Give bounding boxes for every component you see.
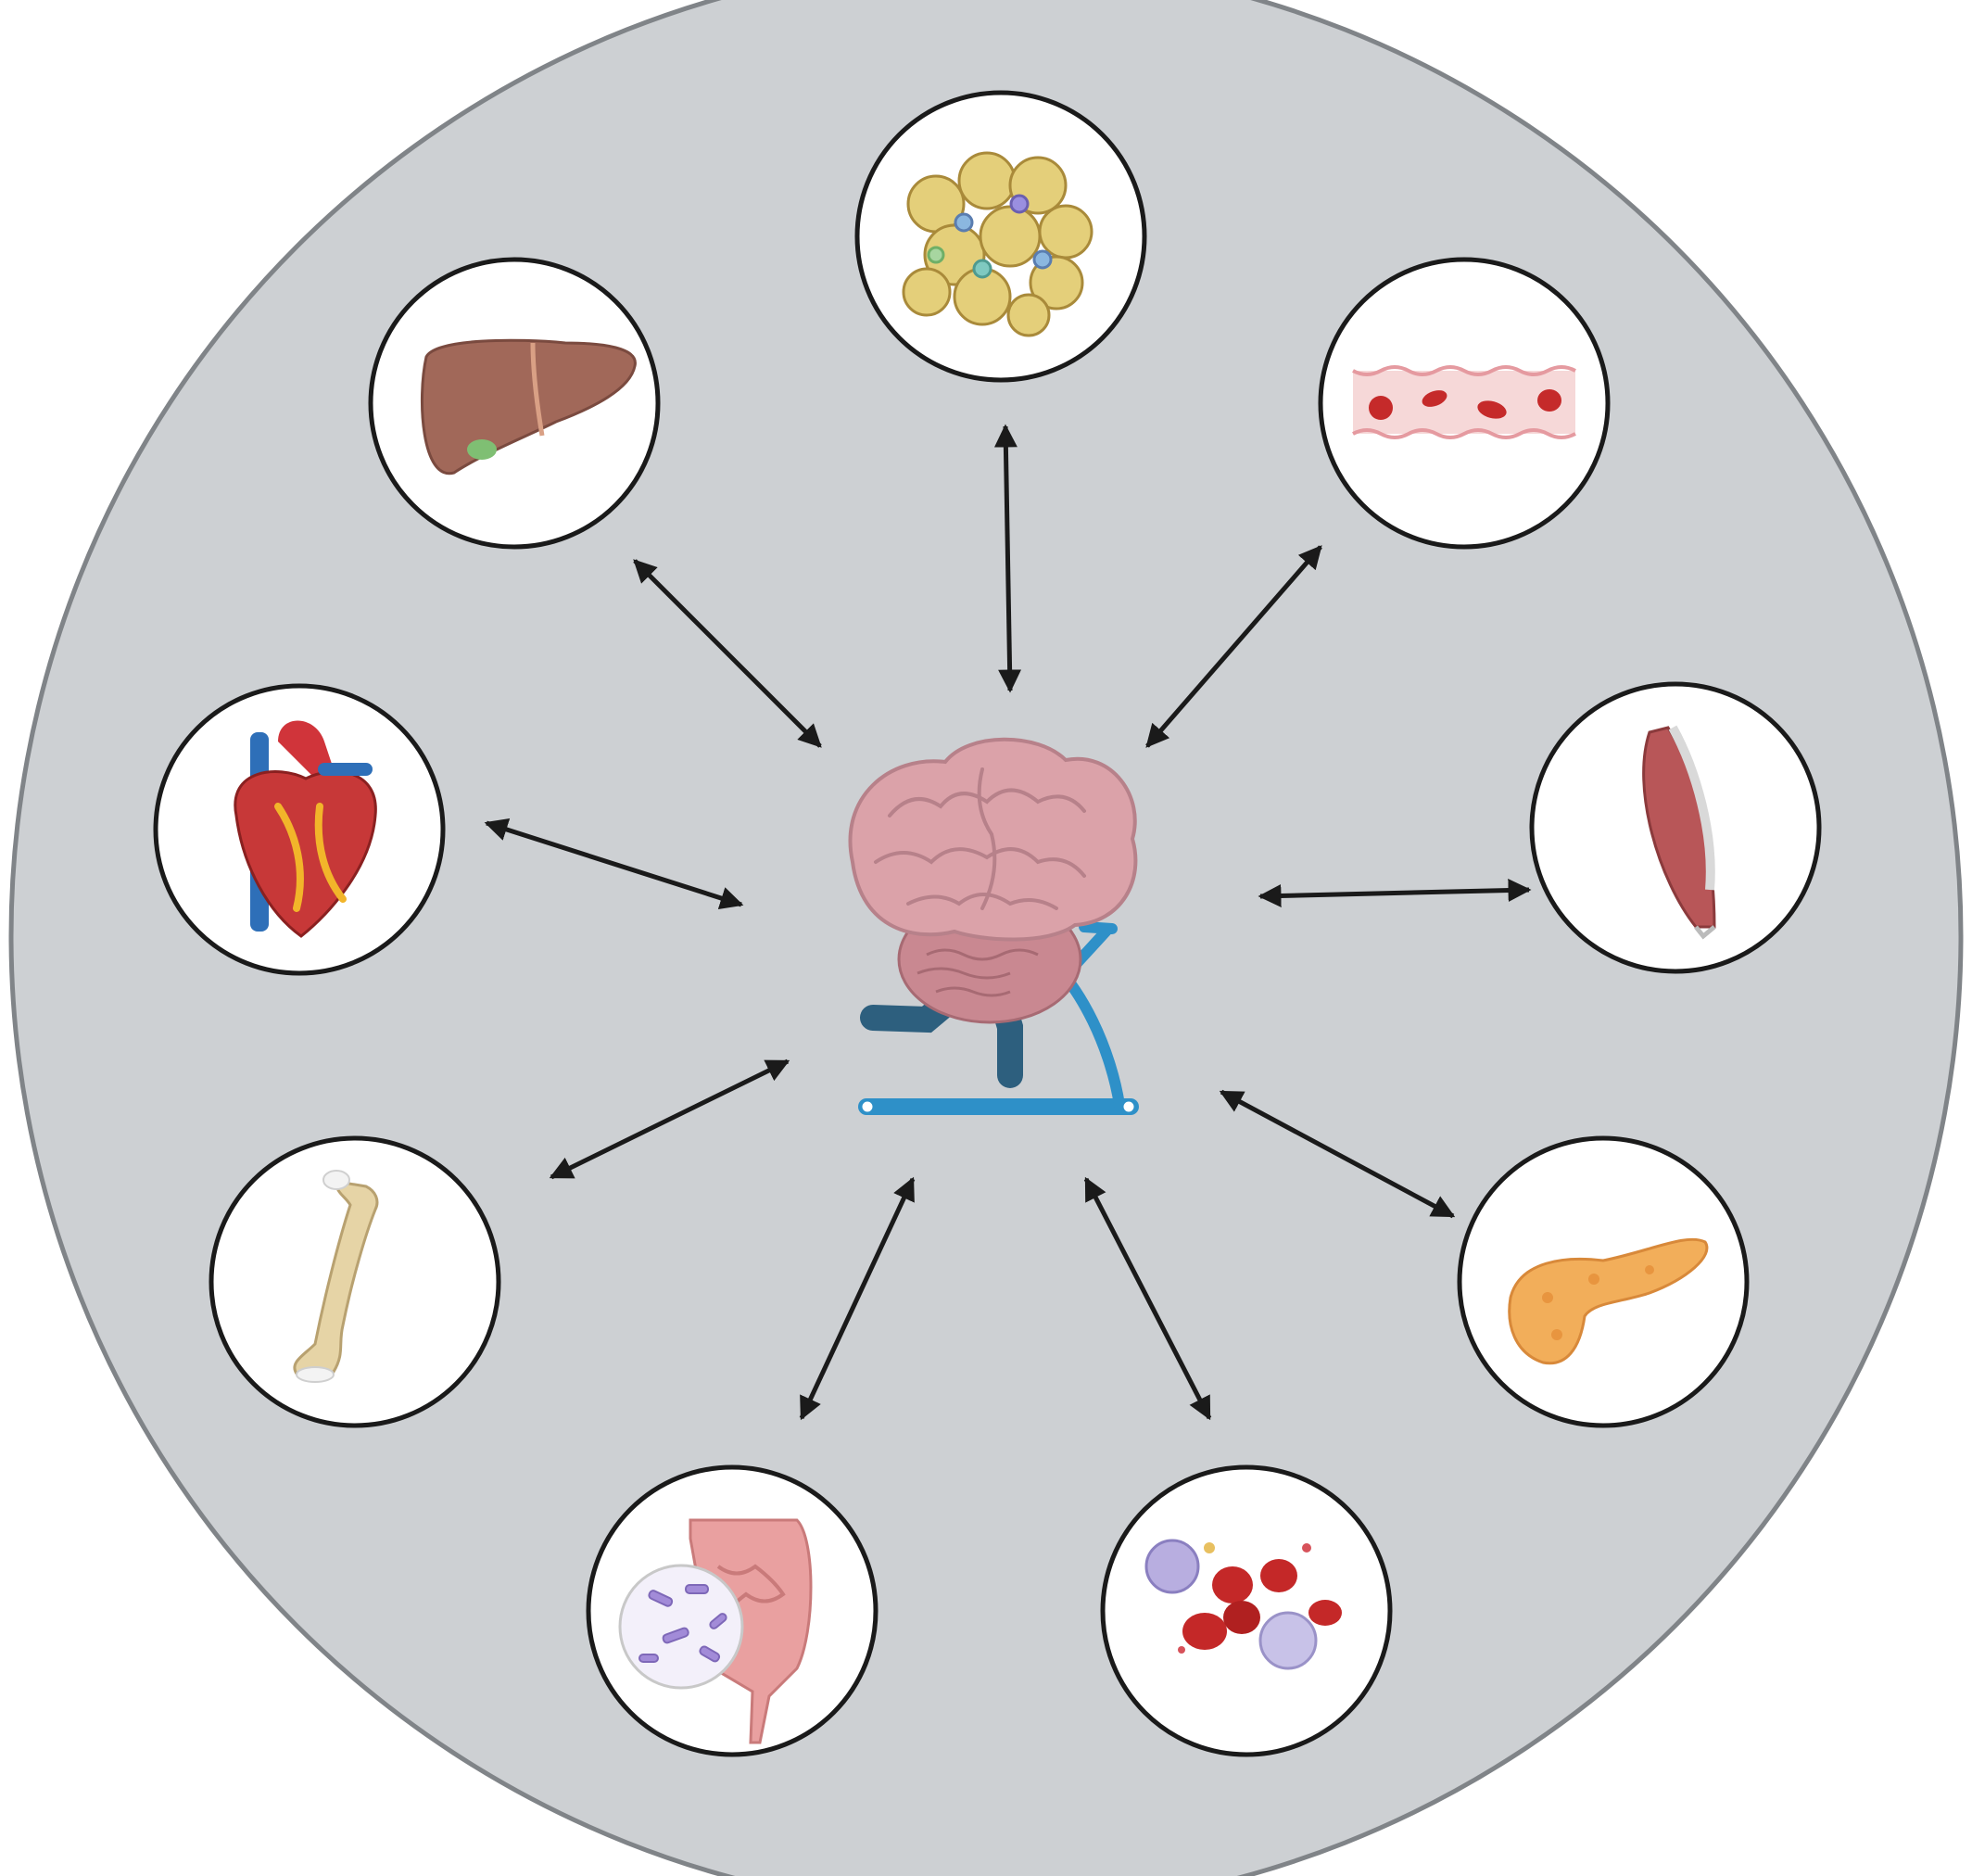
pancreas-icon: [1508, 1237, 1709, 1365]
gut-microbiota-node: [586, 1464, 879, 1757]
skeletal-muscle-icon: [1642, 725, 1716, 940]
blood-cells-icon: [1144, 1539, 1342, 1670]
bone-icon: [293, 1170, 379, 1383]
arrow-blood-cells: [1083, 1176, 1212, 1421]
brain-on-treadmill-icon: [848, 737, 1139, 1115]
brain: [848, 737, 1138, 1024]
arrow-blood-vessel: [1145, 545, 1322, 748]
heart-icon: [234, 720, 377, 938]
pancreas-node: [1457, 1135, 1750, 1428]
arrow-muscle: [1258, 879, 1532, 907]
skeletal-muscle-node: [1529, 681, 1822, 974]
liver-node: [368, 257, 661, 550]
arrow-adipose: [993, 424, 1022, 693]
gut-microbiota-icon: [618, 1518, 813, 1744]
arrow-pancreas: [1219, 1089, 1456, 1219]
heart-node: [153, 683, 446, 976]
adipose-tissue-icon: [902, 151, 1093, 337]
blood-vessel-node: [1318, 257, 1611, 550]
arrow-gut: [799, 1176, 916, 1421]
blood-vessel-icon: [1352, 365, 1576, 439]
bone-node: [209, 1135, 501, 1428]
arrow-heart: [484, 818, 744, 910]
arrows: [484, 424, 1532, 1421]
arrow-liver: [633, 559, 822, 748]
adipose-node: [854, 90, 1147, 383]
blood-cells-node: [1100, 1464, 1393, 1757]
liver-icon: [420, 338, 637, 475]
arrow-bone: [549, 1058, 790, 1180]
